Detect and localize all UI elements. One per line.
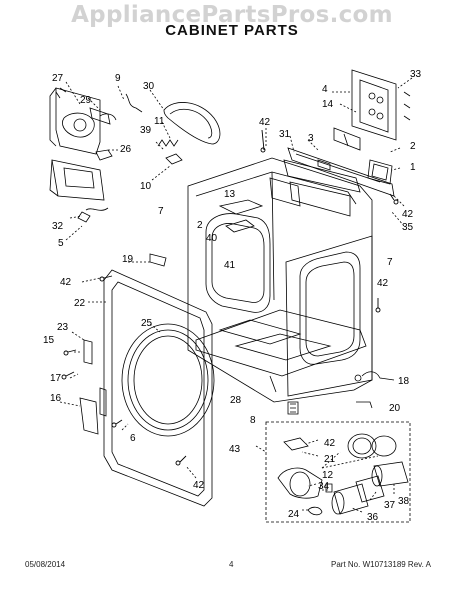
callout-33: 33 — [410, 69, 422, 80]
callout-42-c: 42 — [60, 277, 72, 288]
callout-43: 43 — [229, 444, 241, 455]
footer-page-number: 4 — [229, 560, 234, 569]
footer-part-number: Part No. W10713189 Rev. A — [331, 560, 431, 569]
leveling-leg-drawing — [269, 371, 395, 415]
idler-spring-drawing — [157, 139, 179, 147]
callout-15: 15 — [43, 335, 55, 346]
callout-9: 9 — [115, 73, 121, 84]
callout-14: 14 — [322, 99, 334, 110]
callout-7-right: 7 — [387, 257, 393, 268]
callout-6: 6 — [130, 433, 136, 444]
exhaust-kit-drawing — [265, 421, 411, 523]
callout-5: 5 — [58, 238, 64, 249]
callout-30: 30 — [143, 81, 155, 92]
callout-38: 38 — [398, 496, 410, 507]
callout-39: 39 — [140, 125, 152, 136]
callout-22: 22 — [74, 298, 86, 309]
callout-10: 10 — [140, 181, 152, 192]
callout-41: 41 — [224, 260, 236, 271]
callout-28: 28 — [230, 395, 242, 406]
callout-27: 27 — [52, 73, 64, 84]
callout-8: 8 — [250, 415, 256, 426]
callout-42-d: 42 — [193, 480, 205, 491]
callout-12: 12 — [322, 470, 334, 481]
front-panel-drawing — [79, 253, 215, 507]
callout-16: 16 — [50, 393, 62, 404]
callout-29: 29 — [80, 95, 92, 106]
callout-34: 34 — [318, 481, 330, 492]
callout-37: 37 — [384, 500, 396, 511]
callout-35: 35 — [402, 222, 414, 233]
top-right-bracket-drawing — [333, 69, 411, 185]
callout-25: 25 — [141, 318, 153, 329]
callout-2-right: 2 — [410, 141, 416, 152]
callout-labels: 27 9 30 29 11 39 26 10 32 5 42 31 3 13 7… — [43, 69, 422, 523]
callout-42-e: 42 — [377, 278, 389, 289]
callout-36: 36 — [367, 512, 379, 523]
callout-leaders-front — [59, 261, 197, 479]
callout-21: 21 — [324, 454, 336, 465]
callout-leaders-left — [65, 81, 171, 241]
page-title: CABINET PARTS — [165, 22, 299, 39]
callout-11: 11 — [154, 116, 165, 127]
callout-19: 19 — [122, 254, 134, 265]
drive-belt-drawing — [163, 102, 221, 145]
screw-drawings — [61, 129, 399, 466]
callout-13: 13 — [224, 189, 236, 200]
callout-18: 18 — [398, 376, 410, 387]
callout-7-left: 7 — [158, 206, 164, 217]
footer-date: 05/08/2014 — [25, 560, 66, 569]
callout-42-b: 42 — [402, 209, 414, 220]
control-housing-drawing — [49, 87, 117, 223]
callout-24: 24 — [288, 509, 300, 520]
callout-17: 17 — [50, 373, 62, 384]
callout-1: 1 — [410, 162, 416, 173]
callout-3: 3 — [308, 133, 314, 144]
callout-26: 26 — [120, 144, 132, 155]
callout-4: 4 — [322, 84, 328, 95]
callout-32: 32 — [52, 221, 64, 232]
top-rail-drawing — [287, 147, 395, 197]
callout-leaders-inset — [255, 439, 395, 513]
callout-2-left: 2 — [197, 220, 203, 231]
callout-42-a: 42 — [259, 117, 271, 128]
wire-harness-drawing — [125, 93, 143, 113]
callout-40: 40 — [206, 233, 218, 244]
callout-31: 31 — [279, 129, 291, 140]
watermark: AppliancePartsPros.com — [71, 2, 393, 28]
callout-20: 20 — [389, 403, 401, 414]
callout-23: 23 — [57, 322, 69, 333]
callout-42-f: 42 — [324, 438, 336, 449]
rear-cabinet-drawing — [187, 157, 373, 403]
callout-leaders-right — [265, 77, 413, 227]
side-panel-drawing — [285, 235, 373, 397]
